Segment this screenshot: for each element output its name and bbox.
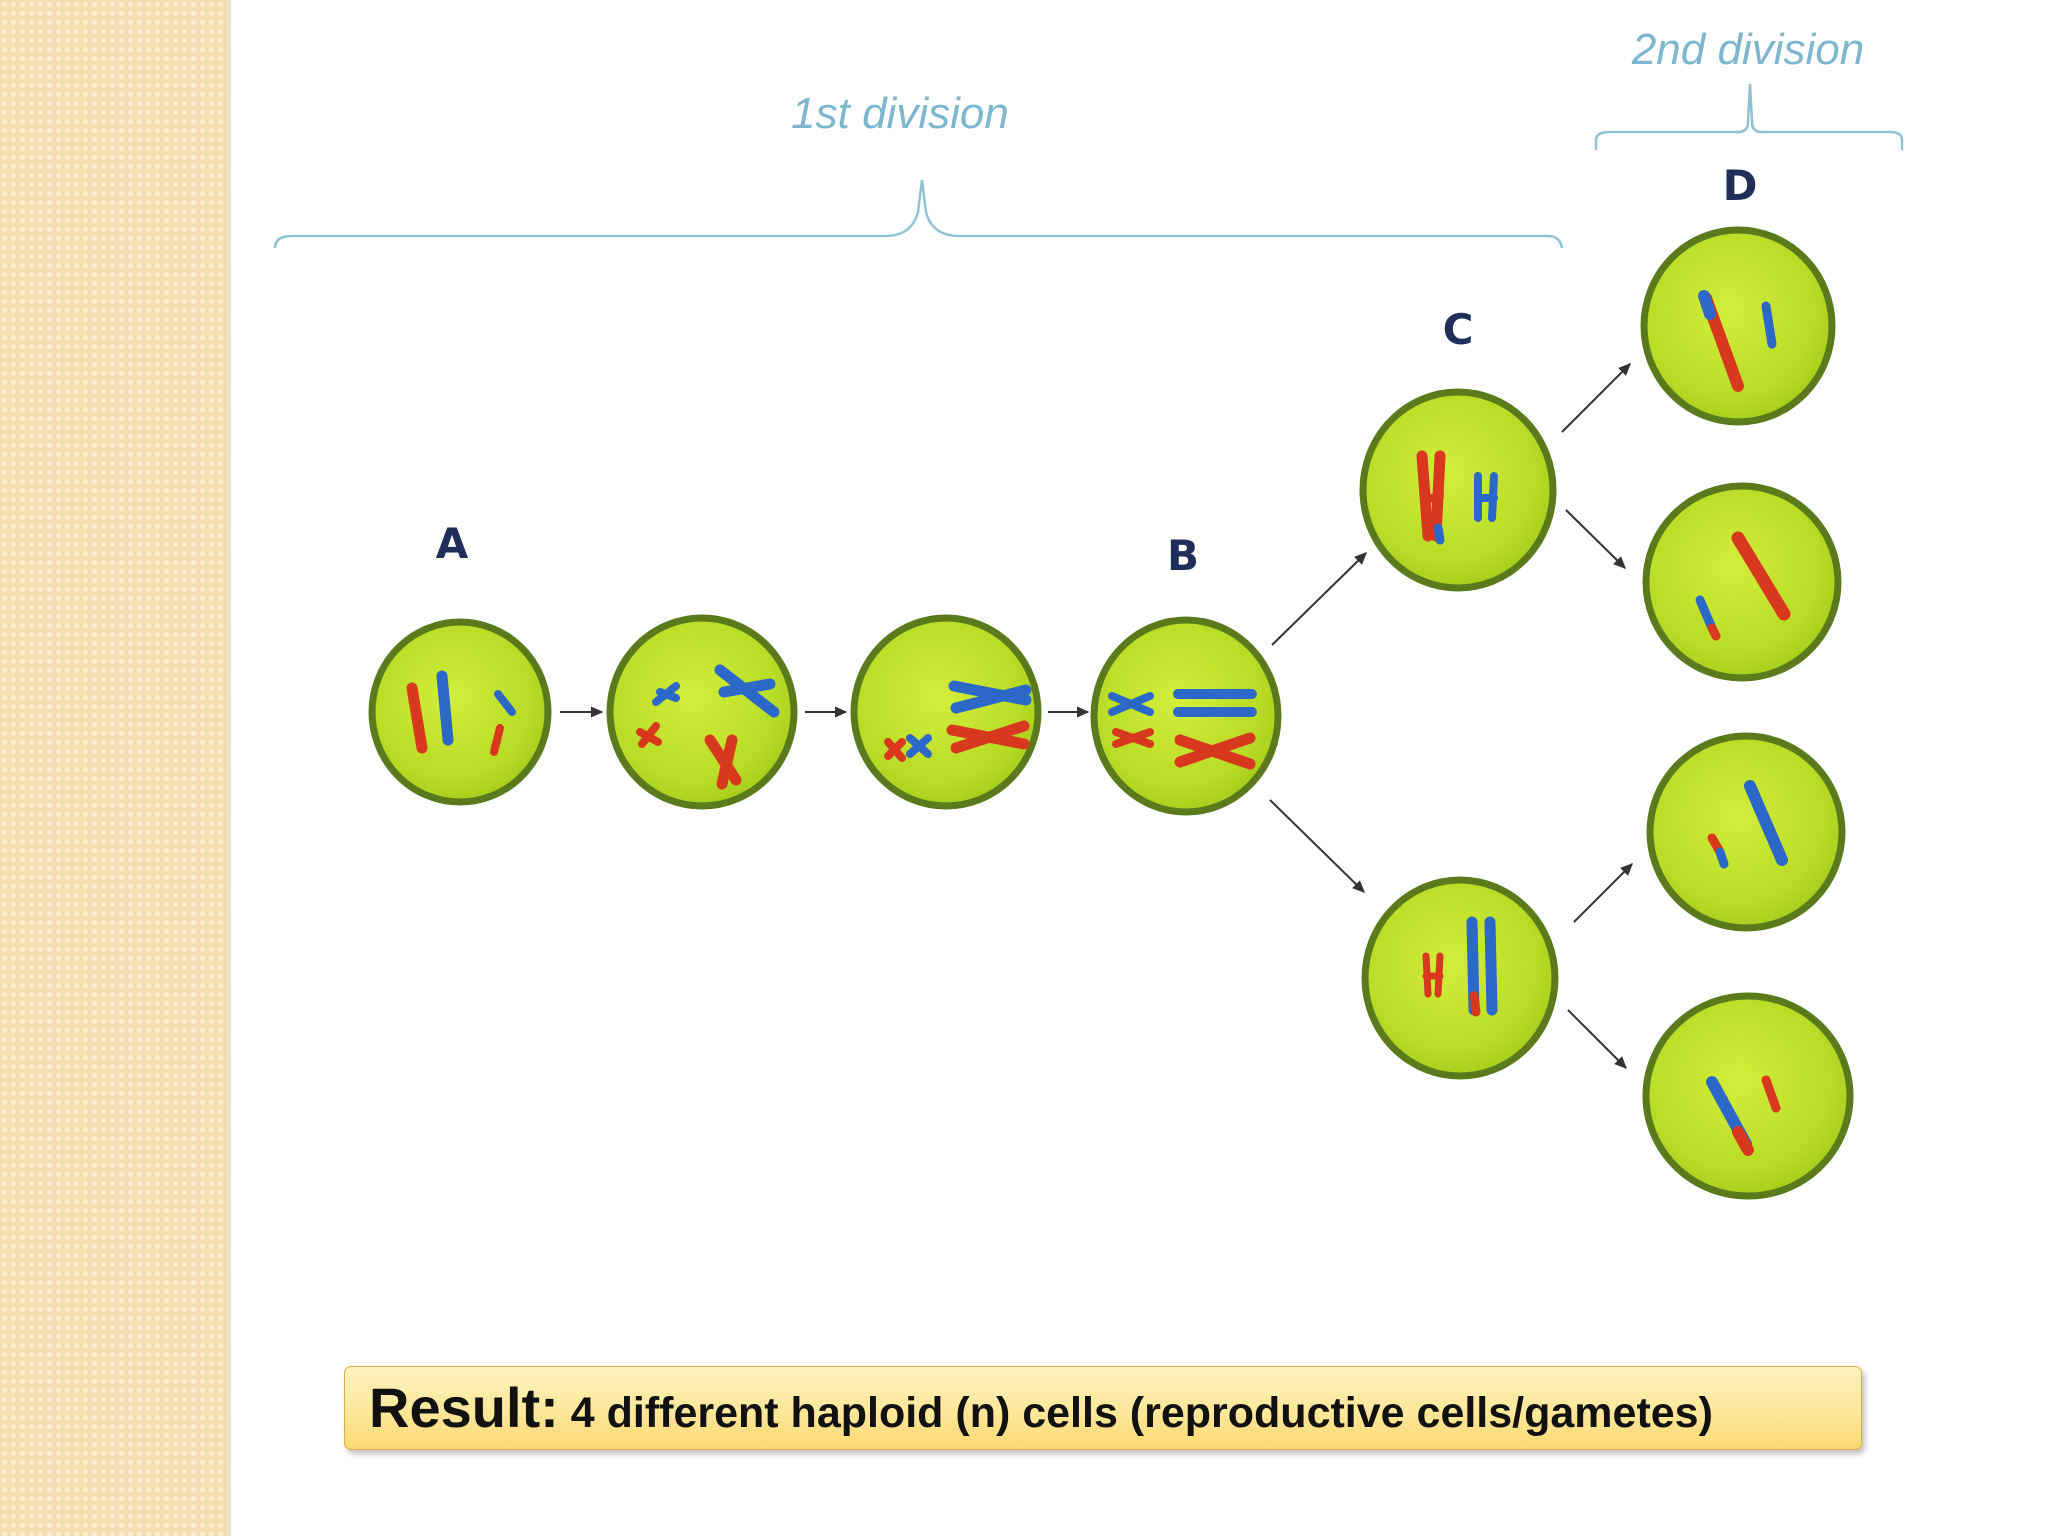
- cell-label-a: A: [436, 519, 469, 568]
- result-text: Result: 4 different haploid (n) cells (r…: [369, 1375, 1713, 1440]
- cell-d-3: [1646, 732, 1846, 932]
- cell-label-c: C: [1443, 305, 1474, 354]
- cell-label-b: B: [1167, 531, 1199, 580]
- cell-metaphase-1: [850, 614, 1042, 810]
- chromosomes: [1695, 531, 1791, 641]
- arrow-4: [1271, 552, 1368, 646]
- result-box: Result: 4 different haploid (n) cells (r…: [344, 1366, 1862, 1450]
- chromosomes: [406, 670, 516, 756]
- arrow-8: [1573, 863, 1633, 923]
- arrow-6: [1561, 363, 1631, 433]
- chromosomes: [1706, 1075, 1781, 1156]
- chromosomes: [1422, 916, 1498, 1017]
- decorative-sidebar: [0, 0, 228, 1536]
- first-division-bracket: [273, 179, 1564, 249]
- cell-b: [1090, 616, 1282, 816]
- arrow-9: [1567, 1009, 1627, 1069]
- arrows: [560, 363, 1633, 1069]
- chromosomes: [1108, 689, 1257, 770]
- chromosomes: [1416, 450, 1498, 545]
- sidebar-divider: [228, 0, 231, 1536]
- cell-c-lower: [1361, 876, 1559, 1080]
- chromosomes: [636, 664, 780, 790]
- arrow-7: [1565, 509, 1626, 569]
- cell-d-2: [1642, 482, 1842, 682]
- second-division-label: 2nd division: [1631, 25, 1864, 74]
- chromosomes: [1698, 290, 1777, 392]
- cell-d-4: [1642, 992, 1854, 1200]
- chromosomes: [884, 680, 1032, 762]
- result-description: 4 different haploid (n) cells (reproduct…: [558, 1389, 1713, 1437]
- cell-label-d: D: [1723, 161, 1758, 210]
- first-division-label: 1st division: [791, 89, 1009, 138]
- cell-d-1: [1640, 226, 1836, 426]
- cell-a: [368, 618, 552, 806]
- arrow-5: [1269, 799, 1366, 893]
- second-division-bracket: [1594, 83, 1904, 150]
- cell-c: [1359, 388, 1557, 592]
- result-label: Result:: [369, 1376, 559, 1439]
- cell-prophase-1: [606, 614, 798, 810]
- chromosomes: [1707, 780, 1788, 869]
